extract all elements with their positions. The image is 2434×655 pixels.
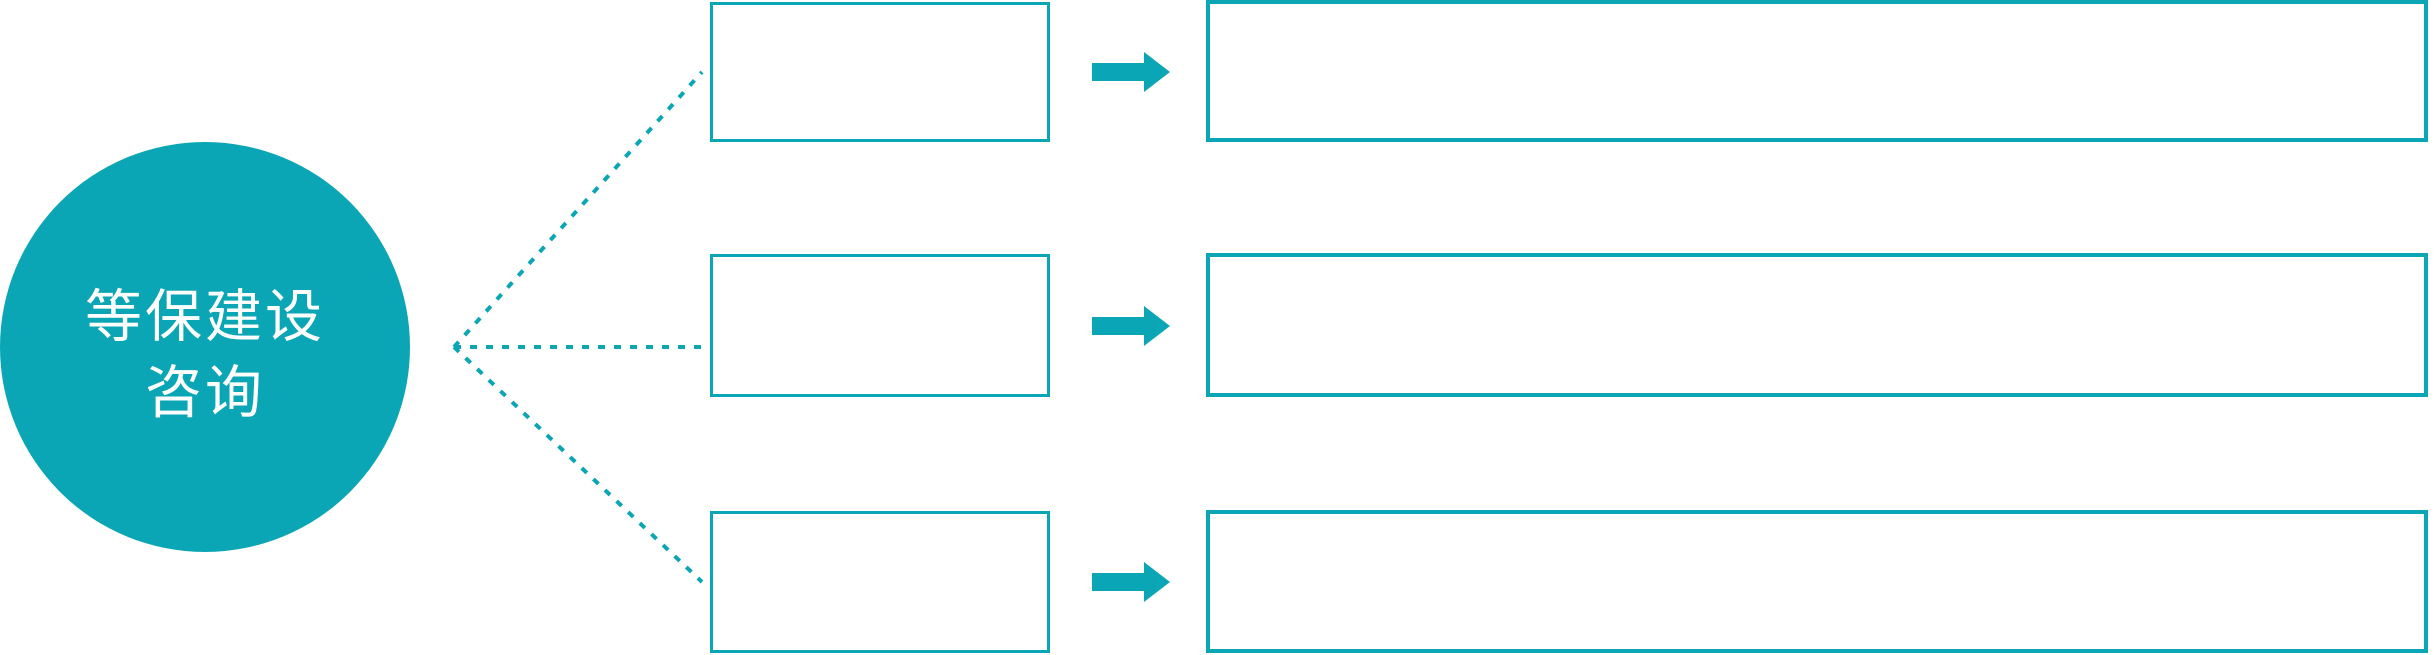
detail-box-1	[1206, 0, 2428, 142]
topic-circle-label-line1: 等保建设	[85, 285, 325, 349]
category-box-2	[710, 254, 1050, 397]
dotted-connector-line-top	[452, 70, 704, 349]
category-box-3-label	[713, 514, 1047, 650]
detail-box-1-label	[1210, 4, 2424, 138]
topic-circle: 等保建设 咨询	[0, 142, 410, 552]
topic-circle-label-line2: 咨询	[145, 361, 265, 425]
detail-box-2	[1206, 253, 2428, 397]
right-arrow-icon	[1092, 306, 1170, 346]
detail-box-2-label	[1210, 257, 2424, 393]
category-box-2-label	[713, 257, 1047, 394]
category-box-3	[710, 511, 1050, 653]
detail-box-3-label	[1210, 514, 2424, 649]
detail-box-3	[1206, 510, 2428, 653]
dotted-connector-line-bottom	[452, 345, 704, 584]
right-arrow-icon	[1092, 562, 1170, 602]
category-box-1	[710, 2, 1050, 142]
topic-circle-label: 等保建设 咨询	[85, 279, 325, 431]
right-arrow-icon	[1092, 52, 1170, 92]
category-box-1-label	[713, 5, 1047, 139]
